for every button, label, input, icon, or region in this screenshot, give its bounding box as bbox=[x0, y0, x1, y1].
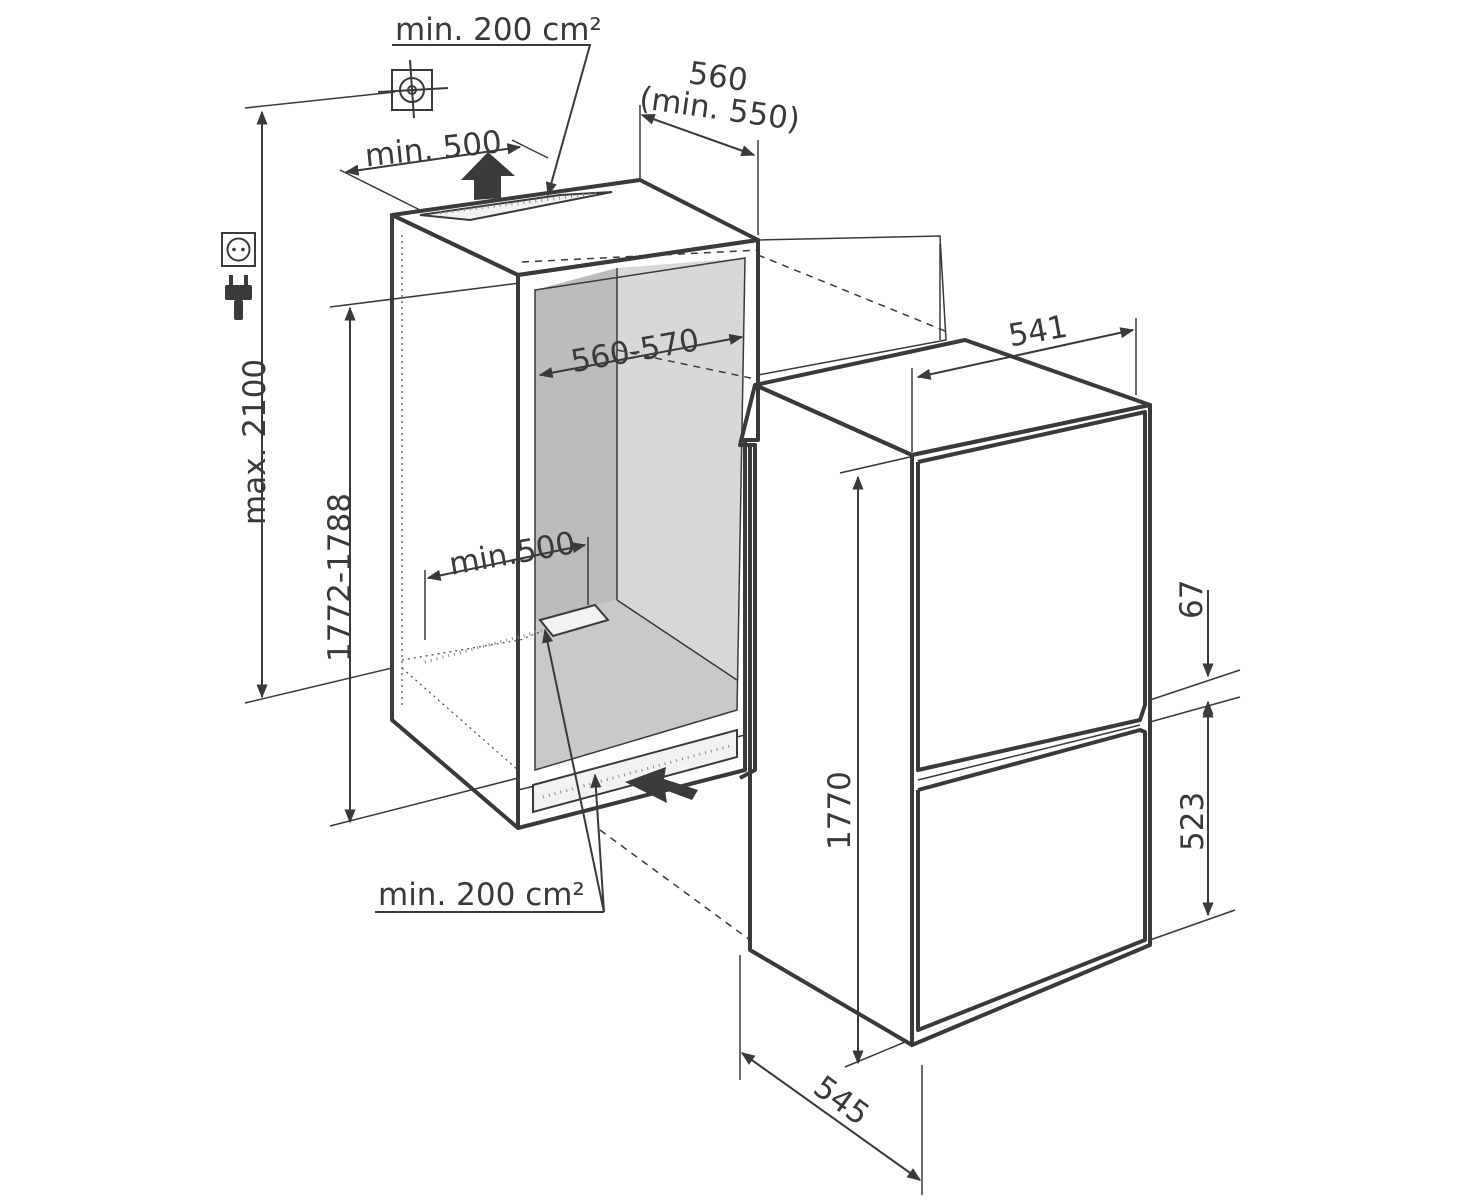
fridge-upper-door bbox=[916, 410, 1147, 772]
ventilation-symbol-icon bbox=[377, 59, 449, 119]
fridge-top-face bbox=[753, 338, 1152, 457]
niche-floor-edge bbox=[616, 599, 738, 681]
bottom-vent-area-label: min. 200 cm² bbox=[378, 877, 585, 913]
appliance-depth-top-label: 541 bbox=[1006, 309, 1071, 355]
appliance-depth-top-dim-line bbox=[916, 327, 1135, 380]
niche-width-dim-line bbox=[640, 113, 756, 157]
dimension-lines bbox=[244, 44, 1241, 1195]
airflow-arrow-in-icon bbox=[625, 767, 698, 803]
power-socket-icon bbox=[221, 232, 256, 267]
niche-back-wall bbox=[535, 268, 617, 620]
fridge-lower-door bbox=[916, 728, 1147, 1032]
top-clearance-dim-line bbox=[344, 143, 522, 176]
fridge-appliance bbox=[738, 338, 1152, 1047]
side-bracket bbox=[739, 443, 757, 780]
cabinet-front-frame bbox=[517, 238, 760, 830]
door-gap-line bbox=[917, 724, 1141, 781]
airflow-arrow-up-icon bbox=[461, 152, 515, 200]
niche-floor bbox=[535, 600, 737, 770]
niche-height-label: 1772-1788 bbox=[322, 493, 358, 662]
niche-width-label: 560 bbox=[686, 55, 750, 99]
niche-opening bbox=[534, 257, 746, 772]
front-clearance-dim-line bbox=[426, 542, 587, 581]
appliance-depth-total-dim-line bbox=[740, 1052, 922, 1181]
side-floor-dotted-2 bbox=[401, 667, 519, 771]
cabinet-left-face bbox=[390, 213, 520, 830]
top-vent-area-label: min. 200 cm² bbox=[395, 12, 602, 48]
max-height-label: max. 2100 bbox=[237, 359, 273, 525]
cabinet-niche bbox=[390, 178, 760, 830]
power-plug-icon bbox=[225, 275, 252, 320]
appliance-height-label: 1770 bbox=[822, 771, 858, 850]
gap-height-label: 67 bbox=[1174, 580, 1210, 619]
top-vent-leader bbox=[392, 44, 592, 197]
bottom-vent-opening bbox=[532, 728, 738, 814]
top-vent-opening bbox=[419, 191, 613, 222]
fridge-side-face bbox=[738, 383, 914, 1047]
fridge-front-face bbox=[910, 403, 1152, 1047]
bottom-vent-pattern bbox=[542, 744, 731, 799]
lower-door-height-label: 523 bbox=[1175, 792, 1211, 851]
door-panel-outline bbox=[757, 235, 947, 376]
cabinet-door-panel bbox=[757, 235, 947, 376]
niche-depth-dim-line bbox=[538, 333, 744, 379]
